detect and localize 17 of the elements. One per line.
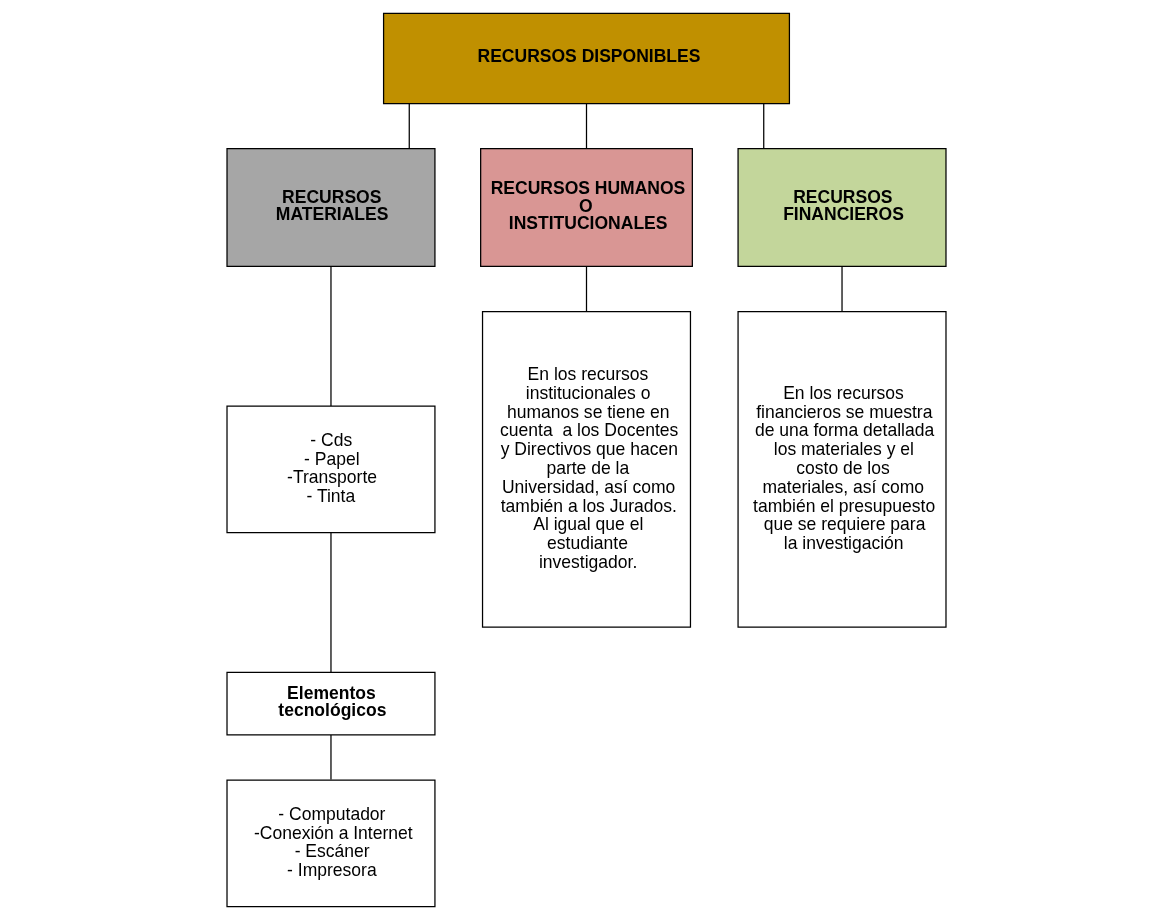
connector: [330, 734, 332, 781]
connector: [585, 103, 588, 149]
node-box: - Cds - Papel -Transporte - Tinta: [226, 405, 436, 534]
node-box: En los recursos financieros se muestra de una forma detallada los materiales y el costo de los materiales, así como también el presupuesto que se requiere para la investigación: [737, 310, 947, 628]
node-box: Elementos tecnológicos: [226, 671, 436, 736]
connector: [330, 532, 332, 673]
node-box: RECURSOS FINANCIEROS: [737, 148, 947, 268]
connector: [763, 103, 765, 149]
node-box: RECURSOS DISPONIBLES: [382, 12, 791, 105]
node-box: En los recursos institucionales o humanos se tiene en cuenta a los Docentes y Directivos que hacen parte de la Universidad, así como también a los Jurados. Al igual que el estudiante investigador.: [481, 310, 692, 628]
connector: [408, 103, 410, 149]
node-box: RECURSOS MATERIALES: [226, 148, 436, 268]
connector: [585, 266, 588, 313]
connector: [330, 266, 332, 407]
node-box: - Computador -Conexión a Internet - Escáner - Impresora: [226, 779, 436, 908]
node-box: RECURSOS HUMANOS O INSTITUCIONALES: [480, 148, 693, 268]
connector: [841, 266, 843, 313]
